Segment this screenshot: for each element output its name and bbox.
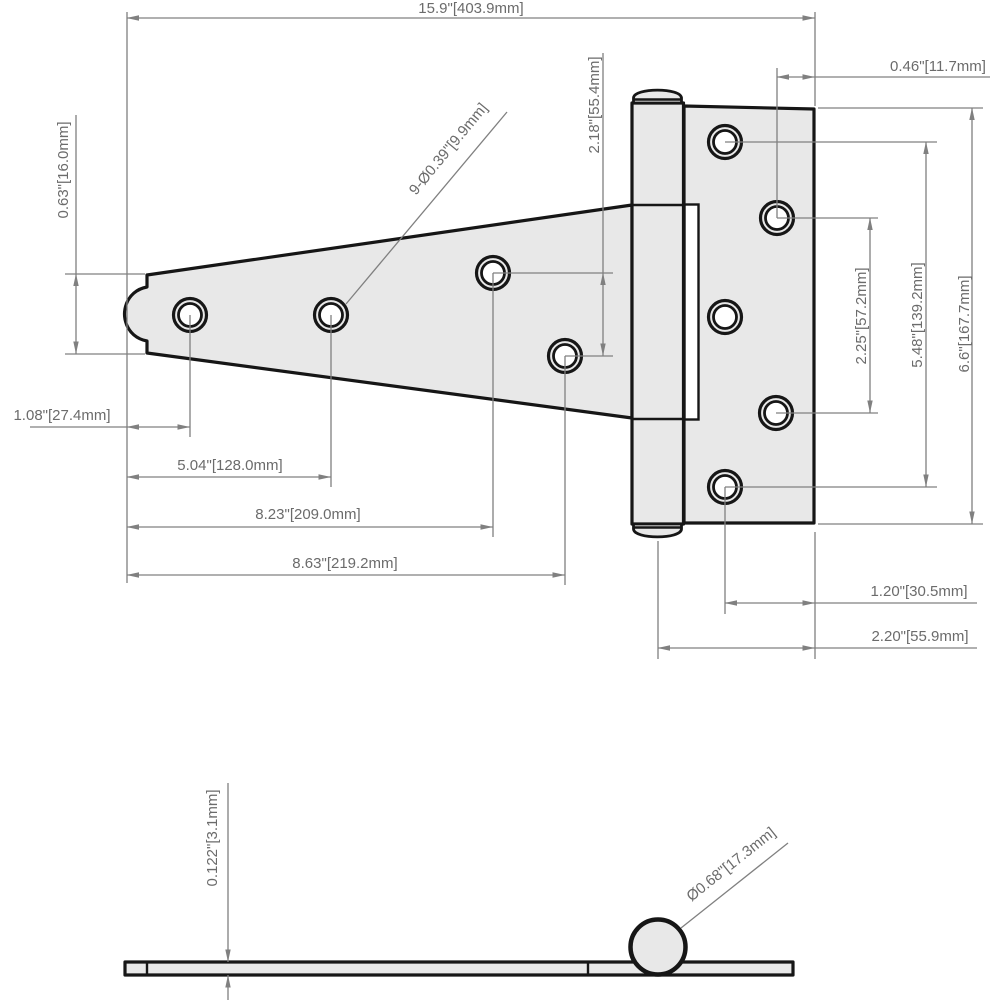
dim-overall-length: 15.9"[403.9mm]	[126, 0, 816, 583]
dim-label-leaf-thickness: 0.122"[3.1mm]	[204, 789, 221, 886]
dim-barrel-diameter: Ø0.68"[17.3mm]	[680, 824, 789, 929]
side-leaf	[123, 960, 795, 977]
dim-plate-outer-hole-span: 5.48"[139.2mm]	[725, 141, 937, 488]
dim-label-holes-callout: 9-Ø0.39"[9.9mm]	[406, 100, 491, 199]
dim-label-strap-hole-stagger: 2.18"[55.4mm]	[586, 56, 603, 153]
dim-label-tip-to-third-hole: 8.23"[209.0mm]	[255, 506, 360, 523]
dim-label-tip-to-second-hole: 5.04"[128.0mm]	[177, 457, 282, 474]
barrel-top-cap	[632, 88, 683, 105]
dim-label-tip-to-fourth-hole: 8.63"[219.2mm]	[292, 555, 397, 572]
dim-label-hole-column-to-edge: 1.20"[30.5mm]	[870, 583, 967, 600]
dim-label-strap-tip-height: 0.63"[16.0mm]	[55, 121, 72, 218]
dim-label-pin-center-to-edge: 2.20"[55.9mm]	[871, 628, 968, 645]
side-view: 0.122"[3.1mm] Ø0.68"[17.3mm]	[123, 783, 795, 1000]
dim-label-plate-outer-hole-span: 5.48"[139.2mm]	[909, 262, 926, 367]
dim-plate-height: 6.6"[167.7mm]	[818, 107, 983, 525]
dim-tip-to-third-hole: 8.23"[209.0mm]	[126, 273, 494, 537]
dim-tip-to-second-hole: 5.04"[128.0mm]	[126, 315, 332, 487]
hinge-barrel	[630, 101, 686, 526]
barrel-pin-circle	[628, 917, 688, 977]
dim-label-edge-to-hole-column: 0.46"[11.7mm]	[890, 58, 986, 75]
dim-label-tip-to-first-hole: 1.08"[27.4mm]	[13, 407, 110, 424]
dim-tip-to-first-hole: 1.08"[27.4mm]	[13, 315, 191, 437]
dim-label-plate-height: 6.6"[167.7mm]	[956, 275, 973, 372]
dim-edge-to-hole-column: 0.46"[11.7mm]	[776, 58, 990, 218]
dim-leaf-thickness: 0.122"[3.1mm]	[204, 783, 231, 1000]
dim-pin-center-to-edge: 2.20"[55.9mm]	[657, 541, 977, 659]
barrel-bottom-cap	[632, 522, 683, 539]
strap-outline	[122, 203, 634, 420]
dim-hole-column-to-edge: 1.20"[30.5mm]	[724, 487, 977, 659]
plate-outline	[682, 104, 816, 525]
dim-label-overall-length: 15.9"[403.9mm]	[418, 0, 523, 17]
dim-label-barrel-diameter: Ø0.68"[17.3mm]	[683, 824, 779, 905]
dim-strap-tip-height: 0.63"[16.0mm]	[55, 115, 145, 355]
dim-plate-inner-hole-span: 2.25"[57.2mm]	[776, 217, 878, 414]
dim-strap-hole-stagger: 2.18"[55.4mm]	[493, 53, 613, 357]
dim-label-plate-inner-hole-span: 2.25"[57.2mm]	[853, 267, 870, 364]
dim-tip-to-fourth-hole: 8.63"[219.2mm]	[126, 356, 566, 585]
leaf-gap	[683, 203, 700, 421]
screw-hole	[706, 298, 744, 336]
